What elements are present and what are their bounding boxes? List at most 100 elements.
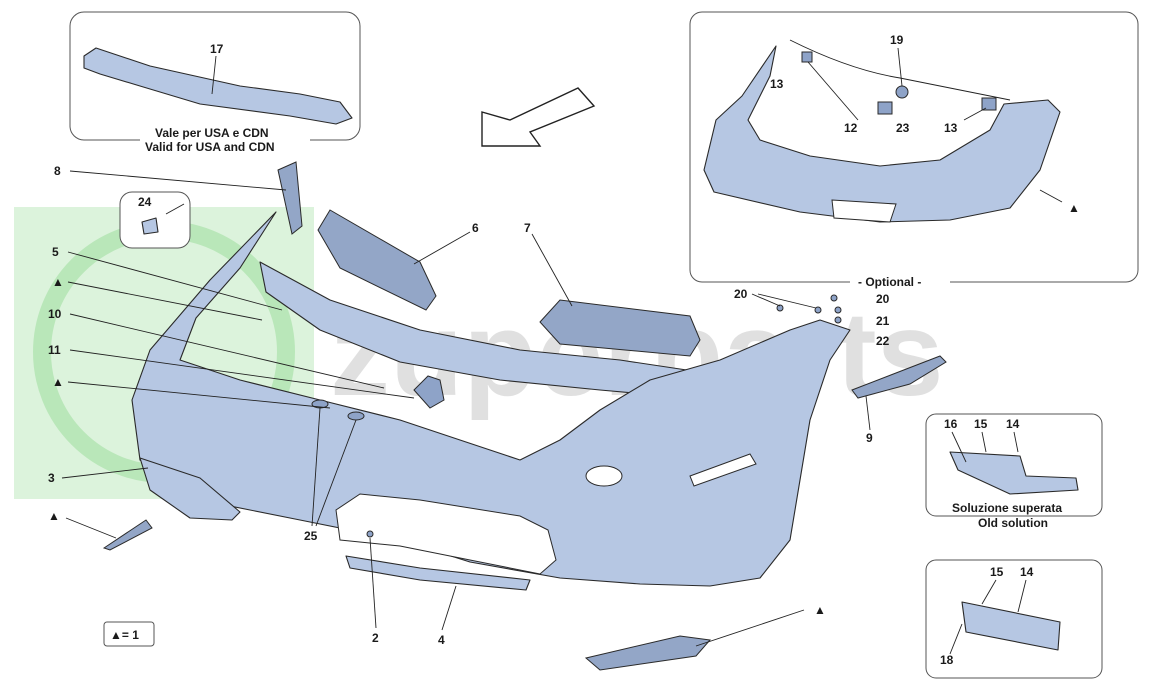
leader-optional-13-right: [963, 107, 987, 121]
leader-tri-3: [65, 517, 117, 539]
callout-9: 9: [866, 431, 873, 445]
part-6-grille: [317, 209, 437, 311]
leader-25-right: [315, 419, 357, 527]
callout-triangle-1: ▲: [52, 275, 64, 289]
leader-tri-2: [67, 381, 331, 409]
leader-optional-12: [807, 61, 859, 121]
lower-left-duct: [102, 519, 153, 551]
leader-old-15: [981, 431, 987, 453]
leader-6: [413, 231, 471, 265]
part-24-shape: [141, 217, 159, 235]
leader-optional-tri: [1039, 189, 1063, 203]
lower-right-duct: [584, 635, 711, 671]
leader-17: [211, 55, 217, 95]
sensor-19-icon: [895, 85, 909, 99]
main-bumper-light-slot: [689, 453, 757, 487]
legend: ▲= 1: [103, 621, 155, 647]
sensor-13-right-icon: [981, 97, 997, 111]
optional-bumper-vent: [831, 199, 897, 223]
callout-17: 17: [210, 42, 224, 56]
main-bumper-assembly: [102, 161, 947, 671]
part-7-grille: [539, 299, 701, 357]
part-21-washer: [834, 306, 842, 314]
part-20-screw-right: [814, 306, 822, 314]
detail-24: 24: [119, 191, 191, 249]
part-3-lip: [139, 457, 241, 521]
part-2-screw: [366, 530, 374, 538]
part-25-clip-right: [347, 411, 365, 421]
inset-old-solution: 16 15 14 Soluzione superata Old solution: [925, 413, 1103, 530]
old-bracket-shape: [949, 451, 1079, 495]
callout-new-15: 15: [990, 565, 1004, 579]
leader-tri-1: [67, 281, 263, 321]
callout-new-18: 18: [940, 653, 954, 667]
leader-2: [369, 537, 377, 629]
inset-optional: 13 19 12 23 13 - Optional -: [689, 11, 1139, 290]
part-9-duct: [851, 355, 947, 399]
leader-8: [69, 170, 287, 191]
callout-triangle-3: ▲: [48, 509, 60, 523]
part-22-nut: [834, 316, 842, 324]
callout-2: 2: [372, 631, 379, 645]
leader-25-left: [311, 407, 321, 527]
leader-10: [69, 313, 385, 389]
callout-22: 22: [876, 334, 890, 348]
leader-lines: [61, 170, 871, 647]
callout-21: 21: [876, 314, 890, 328]
legend-text: ▲= 1: [110, 628, 139, 642]
sensor-12-icon: [801, 51, 813, 63]
callouts: 8 5 ▲ 10 11 ▲ 3 ▲ 6 7 25 2 4 9 ▲ ▲ 20 20…: [48, 164, 1080, 647]
callout-optional-13-right: 13: [944, 121, 958, 135]
new-bracket-shape: [961, 601, 1061, 651]
sensor-23-icon: [877, 101, 893, 115]
callout-triangle-4: ▲: [814, 603, 826, 617]
usa-caption-bg: [140, 124, 310, 154]
leader-tri-4: [695, 609, 805, 647]
leader-7: [531, 233, 573, 307]
optional-caption: - Optional -: [858, 275, 921, 289]
leader-20-left: [751, 293, 781, 307]
part-17-shape: [83, 47, 353, 125]
callout-20-right: 20: [876, 292, 890, 306]
inset-new-solution: 15 14 18: [925, 559, 1103, 679]
part-20-screw-left: [776, 304, 784, 312]
main-bumper-fog-lamp-hole: [585, 465, 623, 487]
leader-old-14: [1013, 431, 1019, 453]
leader-11: [69, 349, 415, 399]
old-caption-line2: Old solution: [978, 516, 1048, 530]
callout-triangle-5: ▲: [1068, 201, 1080, 215]
callout-triangle-2: ▲: [52, 375, 64, 389]
callout-old-16: 16: [944, 417, 958, 431]
callout-24: 24: [138, 195, 152, 209]
usa-caption-line1: Vale per USA e CDN: [155, 126, 269, 140]
callout-8: 8: [54, 164, 61, 178]
leader-3: [61, 467, 149, 479]
optional-caption-bg: [850, 274, 950, 290]
part-20-nut: [830, 294, 838, 302]
main-bumper-lower-intake: [335, 493, 557, 575]
callout-11: 11: [48, 343, 61, 357]
callout-optional-19: 19: [890, 33, 904, 47]
leader-optional-19: [897, 47, 903, 87]
callout-optional-12: 12: [844, 121, 858, 135]
leader-new-18: [949, 623, 963, 655]
callout-4: 4: [438, 633, 445, 647]
old-caption-line1: Soluzione superata: [952, 501, 1062, 515]
leader-4: [441, 585, 457, 631]
callout-5: 5: [52, 245, 59, 259]
direction-arrow-icon: [481, 87, 596, 147]
usa-caption-line2: Valid for USA and CDN: [145, 140, 275, 154]
callout-20-left: 20: [734, 287, 748, 301]
leader-9: [865, 395, 871, 431]
callout-6: 6: [472, 221, 479, 235]
callout-new-14: 14: [1020, 565, 1034, 579]
callout-old-14: 14: [1006, 417, 1020, 431]
part-4-spoiler: [345, 555, 531, 591]
callout-25: 25: [304, 529, 318, 543]
leader-20-right: [757, 293, 817, 309]
callout-3: 3: [48, 471, 55, 485]
callout-optional-13-left: 13: [770, 77, 784, 91]
legend-frame: [103, 621, 155, 647]
callout-optional-23: 23: [896, 121, 910, 135]
